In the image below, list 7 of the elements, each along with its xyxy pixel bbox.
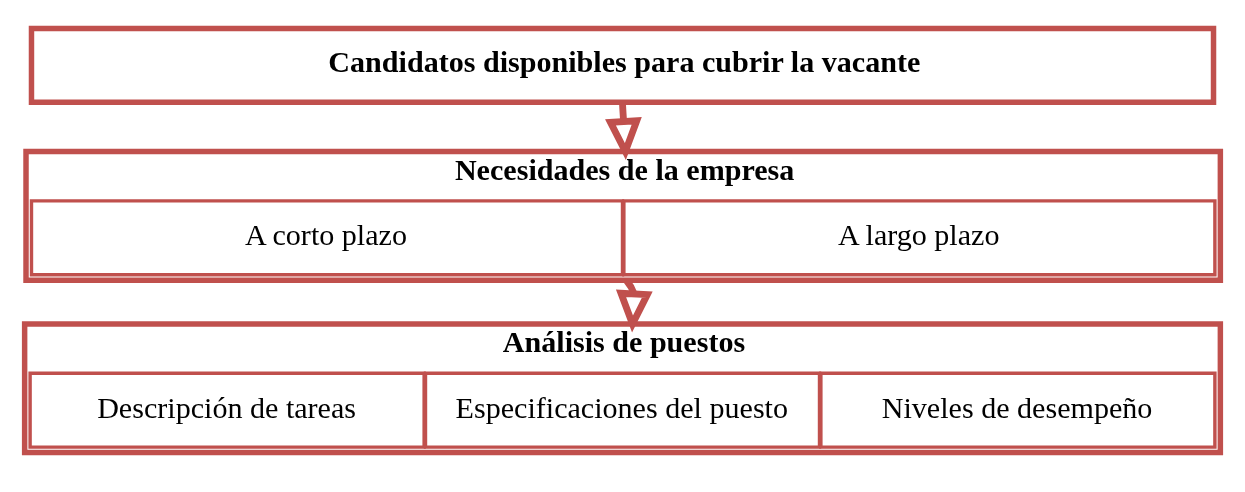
node-box: Candidatos disponibles para cubrir la vacante <box>28 25 1217 106</box>
node-box: Niveles de desempeño <box>819 371 1217 449</box>
node-box: Especificaciones del puesto <box>423 371 822 449</box>
arrow <box>605 102 642 161</box>
node-box: A corto plazo <box>29 199 625 277</box>
node-box: Descripción de tareas <box>28 371 426 449</box>
node-box: A largo plazo <box>622 199 1217 277</box>
